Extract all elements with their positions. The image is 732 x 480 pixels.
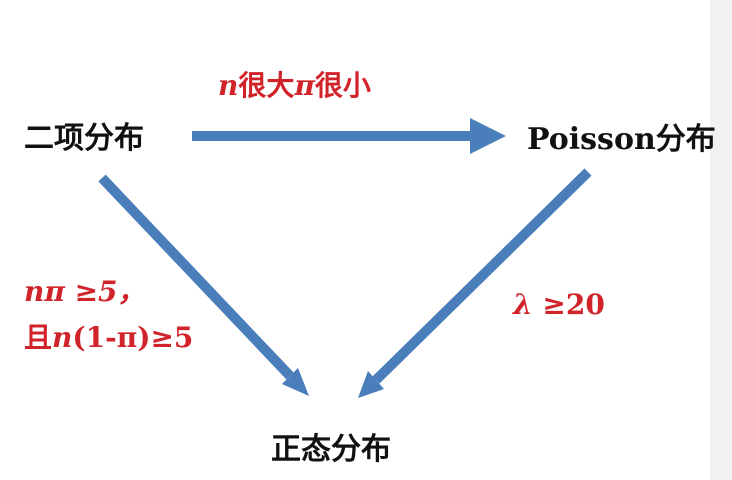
arrow-binomial-to-poisson	[192, 118, 506, 154]
condition-binomial-to-normal-line2: 且n(1-π)≥5	[24, 316, 193, 356]
condition-text-large: 很大	[238, 69, 295, 102]
node-poisson: Poisson分布	[527, 122, 716, 157]
node-binomial: 二项分布	[24, 121, 144, 156]
condition-poisson-to-normal: λ ≥20	[513, 288, 605, 321]
right-edge-shade	[710, 0, 732, 480]
condition-var-lambda: λ	[513, 288, 533, 321]
node-normal: 正态分布	[271, 432, 391, 467]
arrow-poisson-to-normal	[358, 168, 592, 398]
condition-rest: (1-π)≥5	[72, 321, 194, 354]
condition-lambda-rest: ≥20	[532, 288, 605, 321]
condition-var-n: n	[218, 69, 239, 102]
arrow-binomial-to-normal	[98, 174, 309, 396]
condition-text-small: 很小	[314, 69, 371, 102]
condition-var-n2: n	[52, 321, 73, 354]
condition-binomial-to-poisson: n很大π很小	[218, 64, 371, 104]
condition-and: 且	[24, 321, 53, 354]
condition-var-pi: π	[294, 69, 315, 102]
condition-binomial-to-normal-line1: nπ ≥5，	[24, 275, 146, 308]
